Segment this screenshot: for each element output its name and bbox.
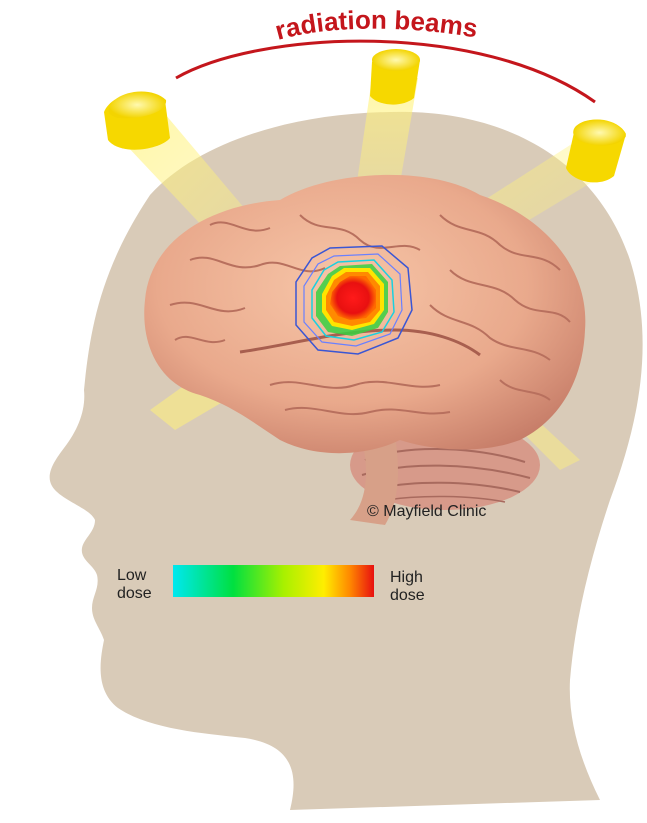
- diagram-title: radiation beams: [272, 5, 480, 46]
- legend-high-label-line2: dose: [390, 587, 425, 604]
- legend-low-label-line2: dose: [117, 585, 152, 602]
- diagram-title-text: radiation beams: [272, 5, 480, 46]
- legend-low-label-line1: Low: [117, 567, 147, 584]
- beam-source-left: [104, 91, 170, 149]
- legend-high-label-line1: High: [390, 569, 423, 586]
- beam-source-right: [566, 119, 626, 182]
- dose-color-bar: [173, 565, 374, 597]
- beam-source-top: [370, 49, 420, 105]
- copyright-text: © Mayfield Clinic: [367, 503, 486, 520]
